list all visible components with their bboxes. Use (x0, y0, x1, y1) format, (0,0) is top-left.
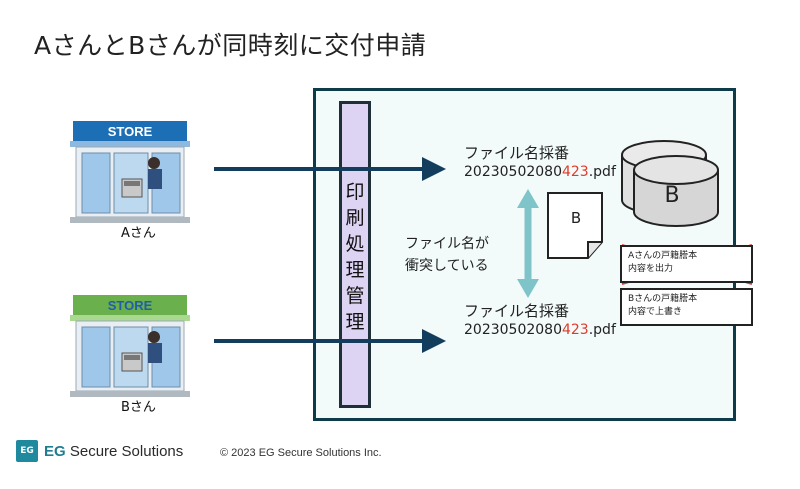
company-logo: EG EG Secure Solutions (16, 440, 183, 462)
company-name: EG Secure Solutions (44, 443, 183, 460)
eg-logo-icon: EG (16, 440, 38, 462)
bar-char: 印 (345, 181, 365, 203)
store-b-caption: Bさん (121, 400, 156, 415)
print-process-bar: 印 刷 処 理 管 理 (339, 101, 371, 408)
bottom-file-number-suffix: .pdf (588, 322, 616, 338)
conflict-arrow-head-down (517, 279, 539, 298)
top-file-number-highlight: 423 (561, 164, 589, 180)
document-letter: B (571, 209, 581, 227)
company-name-rest: Secure Solutions (65, 442, 184, 460)
database-letter: B (664, 183, 679, 208)
arrow-head-store-a (422, 157, 446, 181)
bottom-file-label: ファイル名採番 (464, 302, 570, 320)
note-b-overwrite: Bさんの戸籍謄本 内容で上書き (620, 288, 753, 326)
top-file-number: 20230502080423.pdf (464, 164, 616, 180)
store-a-sign: STORE (108, 124, 153, 139)
conflict-label-line1: ファイル名が (405, 236, 489, 252)
bar-char: 理 (345, 259, 365, 281)
bottom-file-number-prefix: 20230502080 (464, 322, 562, 338)
bottom-file-number: 20230502080423.pdf (464, 322, 616, 338)
conflict-label-line2: 衝突している (405, 258, 489, 274)
bar-char: 理 (345, 311, 365, 333)
top-file-label: ファイル名採番 (464, 144, 570, 162)
store-b-sign: STORE (108, 298, 153, 313)
print-process-label: 印 刷 処 理 管 理 (342, 179, 368, 335)
store-b-illustration: STORE (70, 291, 190, 399)
store-a-illustration: STORE (70, 117, 190, 225)
store-a-caption: Aさん (121, 226, 156, 241)
note-b-line2: 内容で上書き (628, 307, 683, 317)
copyright-text: © 2023 EG Secure Solutions Inc. (220, 447, 382, 459)
note-a-line1: Aさんの戸籍謄本 (628, 251, 698, 261)
arrow-head-store-b (422, 329, 446, 353)
slide-title: AさんとBさんが同時刻に交付申請 (34, 31, 427, 60)
top-file-number-suffix: .pdf (588, 164, 616, 180)
note-b-line1: Bさんの戸籍謄本 (628, 294, 698, 304)
note-a-line2: 内容を出力 (628, 264, 674, 274)
top-file-number-prefix: 20230502080 (464, 164, 562, 180)
conflict-arrow-head-up (517, 189, 539, 208)
note-a-output: Aさんの戸籍謄本 内容を出力 (620, 245, 753, 283)
document-icon: B (547, 192, 603, 259)
conflict-label: ファイル名が 衝突している (405, 233, 489, 277)
bar-char: 管 (345, 285, 365, 307)
company-brand: EG (44, 442, 66, 460)
bar-char: 刷 (345, 207, 365, 229)
bar-char: 処 (345, 233, 365, 255)
bottom-file-number-highlight: 423 (561, 322, 589, 338)
database-icon: B (621, 140, 719, 227)
